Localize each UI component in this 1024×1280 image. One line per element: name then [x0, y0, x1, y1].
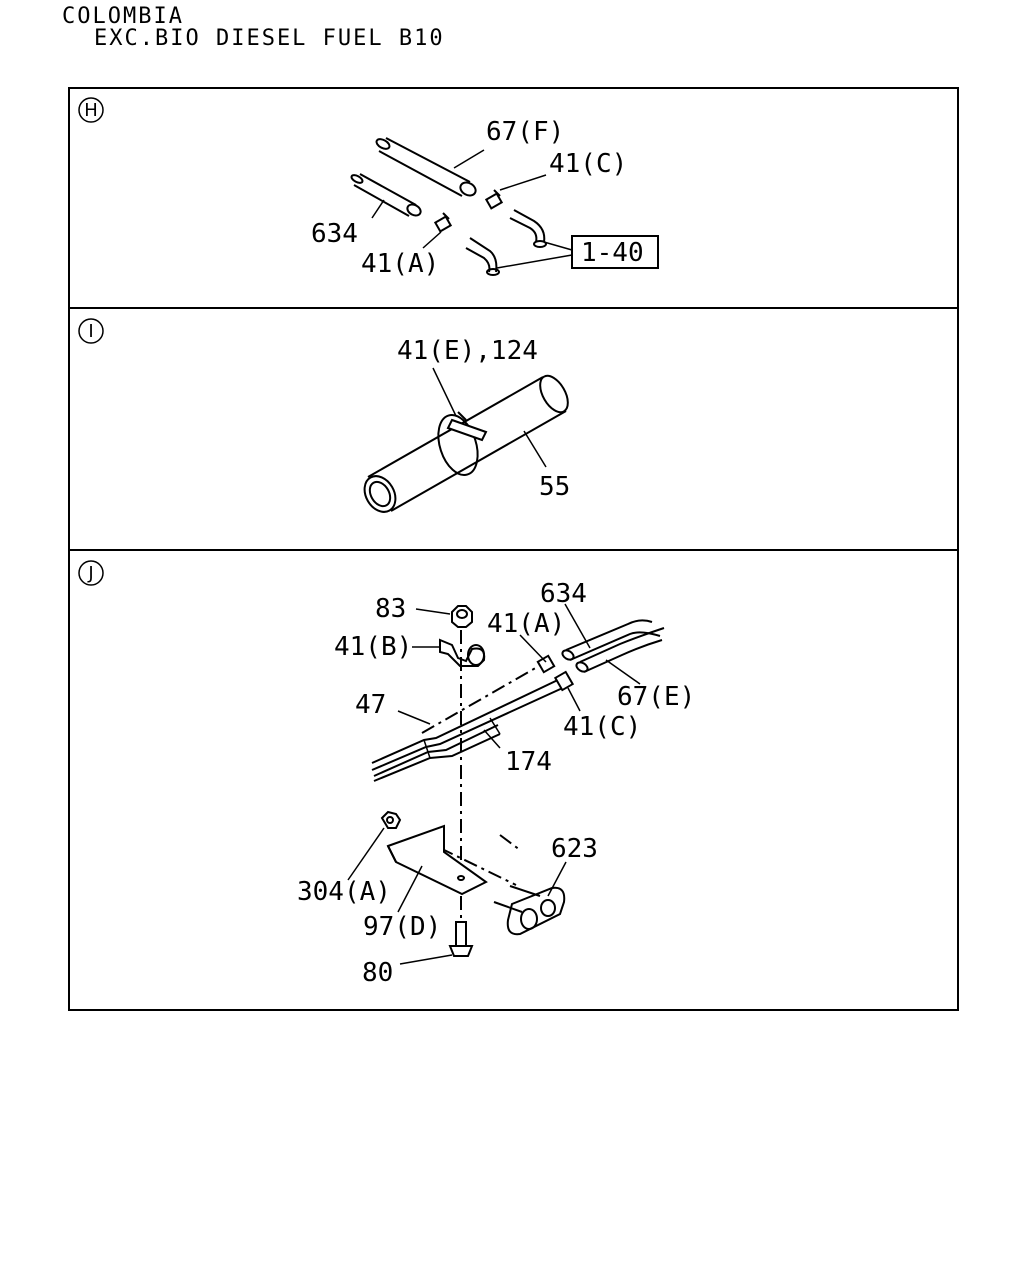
clamp-41b — [439, 638, 486, 667]
callout-ref-1-40: 1-40 — [581, 238, 644, 268]
panel-marker-circle — [78, 318, 104, 344]
callout-41c: 41(C) — [549, 149, 627, 179]
callout-80: 80 — [362, 958, 393, 988]
pipe-bundle-47-174 — [371, 677, 568, 782]
hose-634 — [350, 173, 422, 217]
callout-41a: 41(A) — [487, 609, 565, 639]
panel-h: H — [78, 97, 659, 279]
callout-41b: 41(B) — [334, 632, 412, 662]
plate-623 — [493, 885, 566, 936]
panel-marker-j: J — [87, 563, 93, 584]
header-region-label: COLOMBIA — [62, 4, 184, 29]
callout-97d: 97(D) — [363, 912, 441, 942]
band-clamp-41e — [437, 411, 488, 477]
clip-41c — [553, 670, 575, 692]
callout-67e: 67(E) — [617, 682, 695, 712]
panel-marker-h: H — [84, 100, 98, 121]
callout-55: 55 — [539, 472, 570, 502]
callout-623: 623 — [551, 834, 598, 864]
callout-41c: 41(C) — [563, 712, 641, 742]
elbow-fitting-upper — [509, 209, 547, 248]
elbow-fitting-lower — [465, 237, 500, 276]
panel-marker-circle — [78, 560, 104, 586]
callout-83: 83 — [375, 594, 406, 624]
callout-174: 174 — [505, 747, 552, 777]
callout-634: 634 — [540, 579, 587, 609]
nut-83 — [451, 605, 473, 628]
clip-41c — [484, 189, 504, 210]
callout-47: 47 — [355, 690, 386, 720]
callout-67f: 67(F) — [486, 117, 564, 147]
hose-67f — [375, 137, 477, 197]
hose-634 — [561, 619, 661, 661]
clip-41a — [433, 212, 453, 233]
hose-67e — [575, 627, 665, 673]
nut-304a — [380, 810, 402, 829]
callout-304a: 304(A) — [297, 877, 391, 907]
bracket-97d — [386, 824, 488, 896]
panel-j: J — [78, 560, 695, 988]
callout-41e-124: 41(E),124 — [397, 336, 538, 366]
panel-marker-circle — [78, 97, 104, 123]
callout-634: 634 — [311, 219, 358, 249]
bolt-80 — [448, 921, 474, 957]
header-fuel-spec-label: EXC.BIO DIESEL FUEL B10 — [94, 26, 445, 51]
panel-i: I 41(E),124 55 — [78, 318, 570, 513]
clip-41a — [536, 654, 556, 674]
callout-41a: 41(A) — [361, 249, 439, 279]
panel-marker-i: I — [88, 321, 93, 342]
ref-box — [571, 235, 659, 269]
